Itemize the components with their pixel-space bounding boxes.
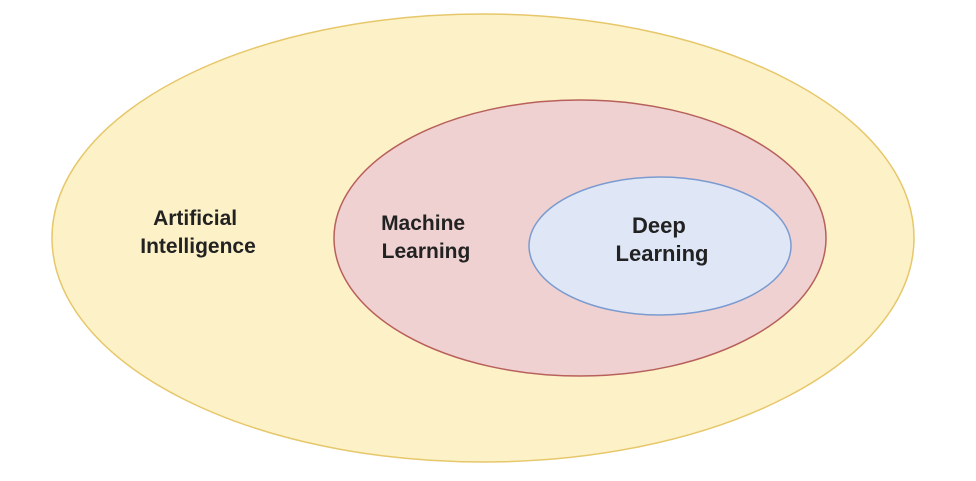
ml-label: Machine Learning bbox=[381, 212, 471, 263]
dl-ellipse bbox=[528, 176, 792, 316]
dl-label-line-2: Learning bbox=[616, 241, 709, 266]
ai-label-line-1: Artificial bbox=[153, 207, 237, 230]
ml-label-line-2: Learning bbox=[382, 240, 471, 263]
dl-label-line-1: Deep bbox=[632, 213, 686, 238]
dl-label: Deep Learning bbox=[616, 213, 709, 266]
ai-label: Artificial Intelligence bbox=[140, 207, 256, 258]
ml-label-line-1: Machine bbox=[381, 212, 465, 235]
ai-label-line-2: Intelligence bbox=[140, 235, 256, 258]
